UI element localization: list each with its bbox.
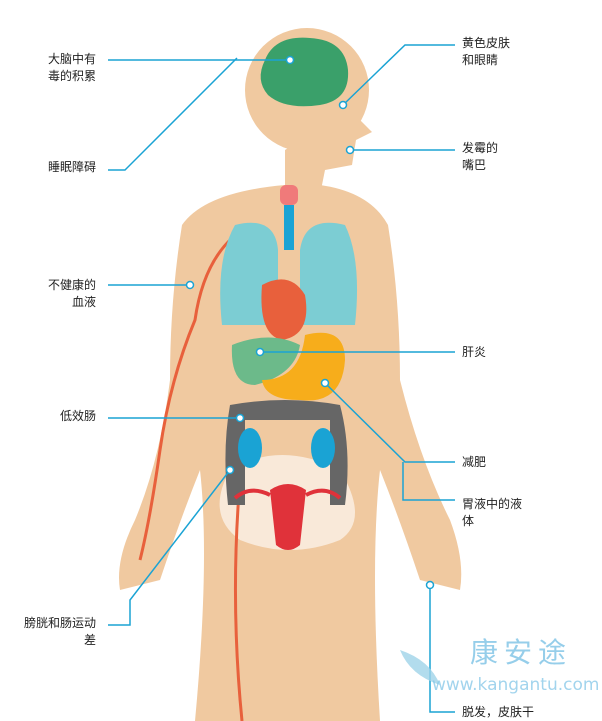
- label-line: 发霉的: [462, 141, 499, 155]
- fallopian-tubes: [233, 488, 342, 500]
- label-line: 嘴巴: [462, 158, 487, 172]
- leader-lines: [108, 44, 455, 713]
- label-line: 和眼睛: [462, 53, 499, 67]
- brain: [260, 37, 349, 107]
- leg-vein: [233, 479, 244, 721]
- label-bowel: 低效肠: [60, 408, 96, 425]
- label-line: 毒的积累: [47, 69, 96, 83]
- label-skin-eyes: 黄色皮肤和眼睛: [462, 35, 510, 69]
- uterus: [270, 484, 306, 550]
- label-sleep: 睡眠障碍: [48, 159, 96, 176]
- label-line: 脱发，皮肤干: [462, 705, 535, 719]
- label-line: 体: [462, 514, 475, 528]
- right-lung: [300, 222, 358, 325]
- label-hair: 脱发，皮肤干: [462, 704, 534, 721]
- label-stomach: 胃液中的液体: [462, 496, 522, 530]
- label-line: 减肥: [462, 455, 487, 469]
- watermark-leaf-icon: [400, 650, 440, 685]
- label-blood: 不健康的血液: [48, 277, 96, 311]
- watermark: 康安途: [470, 636, 573, 669]
- label-line: 胃液中的液: [462, 497, 523, 511]
- label-mouth: 发霉的嘴巴: [462, 140, 498, 174]
- label-line: 黄色皮肤: [462, 36, 511, 50]
- label-line: 睡眠障碍: [47, 160, 96, 174]
- marker-dots: [185, 55, 435, 590]
- label-brain-toxins: 大脑中有毒的积累: [48, 51, 96, 85]
- label-weight: 减肥: [462, 454, 486, 471]
- heart: [261, 279, 307, 340]
- liver: [231, 337, 300, 385]
- left-kidney: [238, 428, 262, 468]
- right-kidney: [311, 428, 335, 468]
- label-line: 大脑中有: [47, 52, 96, 66]
- thyroid: [280, 185, 298, 205]
- label-bladder: 膀胱和肠运动差: [24, 615, 96, 649]
- watermark-url: www.kangantu.com: [432, 675, 600, 695]
- trachea: [284, 205, 294, 250]
- label-line: 低效肠: [59, 409, 96, 423]
- label-line: 差: [83, 633, 96, 647]
- vein: [138, 223, 251, 561]
- label-line: 不健康的: [47, 278, 96, 292]
- label-line: 肝炎: [462, 345, 487, 359]
- label-liver: 肝炎: [462, 344, 486, 361]
- label-line: 血液: [71, 295, 96, 309]
- label-line: 膀胱和肠运动: [23, 616, 96, 630]
